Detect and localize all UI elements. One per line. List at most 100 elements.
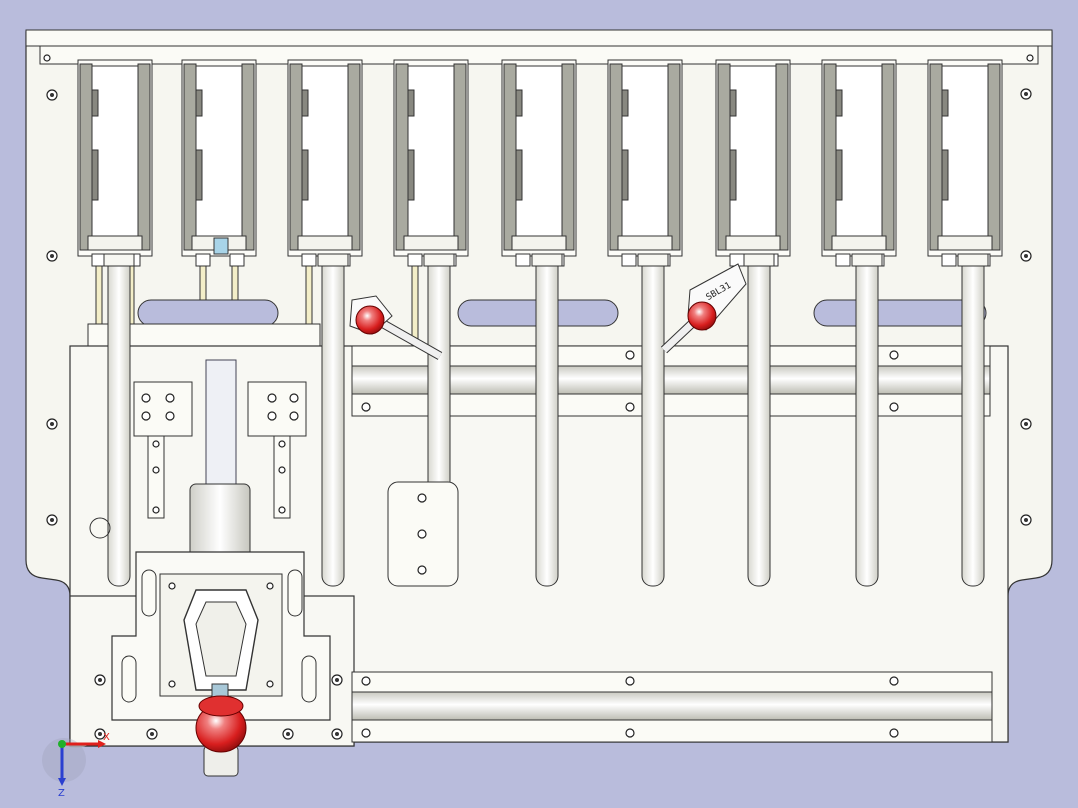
rod-body bbox=[747, 253, 771, 587]
column-notch bbox=[407, 149, 415, 201]
toggle-clamp-knob-icon[interactable] bbox=[195, 695, 247, 777]
column-notch bbox=[195, 149, 203, 201]
magazine-column bbox=[393, 59, 469, 349]
column-pocket bbox=[515, 65, 563, 239]
rod-body bbox=[321, 253, 345, 587]
column-notch bbox=[941, 89, 949, 117]
column-notch bbox=[941, 149, 949, 201]
vertical-rod bbox=[851, 253, 883, 587]
column-pocket bbox=[941, 65, 989, 239]
column-notch bbox=[301, 149, 309, 201]
column-rail-right bbox=[881, 63, 895, 251]
column-rail-right bbox=[987, 63, 1001, 251]
triad-icon: X Z bbox=[42, 732, 110, 799]
rod-cap bbox=[743, 253, 775, 267]
slot-3 bbox=[813, 299, 987, 327]
column-foot bbox=[301, 253, 317, 267]
magazine-column bbox=[501, 59, 577, 267]
column-lip bbox=[725, 235, 781, 251]
lower-tube bbox=[351, 671, 993, 743]
column-notch bbox=[407, 89, 415, 117]
column-notch bbox=[621, 149, 629, 201]
column-foot bbox=[941, 253, 957, 267]
column-rail-left bbox=[183, 63, 197, 251]
column-lip bbox=[617, 235, 673, 251]
column-rail-right bbox=[667, 63, 681, 251]
vertical-rod bbox=[103, 253, 135, 587]
column-lip bbox=[403, 235, 459, 251]
sensor-knob-icon[interactable] bbox=[349, 295, 443, 360]
upper-tube bbox=[351, 345, 991, 417]
column-foot bbox=[835, 253, 851, 267]
column-foot bbox=[515, 253, 531, 267]
column-rail-left bbox=[717, 63, 731, 251]
vertical-rod bbox=[743, 253, 775, 587]
column-notch bbox=[91, 149, 99, 201]
rod-body bbox=[641, 253, 665, 587]
column-notch bbox=[835, 89, 843, 117]
column-pocket bbox=[729, 65, 777, 239]
vertical-rod bbox=[531, 253, 563, 587]
rod-cap bbox=[637, 253, 669, 267]
toggle-clamp bbox=[111, 551, 331, 721]
column-pocket bbox=[407, 65, 455, 239]
magazine-column bbox=[607, 59, 683, 267]
column-lip bbox=[511, 235, 567, 251]
vertical-rod bbox=[957, 253, 989, 587]
column-notch bbox=[515, 89, 523, 117]
column-notch bbox=[729, 89, 737, 117]
rod-body bbox=[855, 253, 879, 587]
column-pocket bbox=[835, 65, 883, 239]
column-notch bbox=[91, 89, 99, 117]
column-rail-right bbox=[347, 63, 361, 251]
rod-cap bbox=[103, 253, 135, 267]
magazine-column bbox=[927, 59, 1003, 267]
column-foot bbox=[621, 253, 637, 267]
column-notch bbox=[301, 89, 309, 117]
column-lip bbox=[831, 235, 887, 251]
top-strip bbox=[25, 29, 1053, 47]
column-rail-right bbox=[137, 63, 151, 251]
column-foot bbox=[407, 253, 423, 267]
rod-body bbox=[535, 253, 559, 587]
slot-1 bbox=[137, 299, 279, 327]
guide-post bbox=[411, 261, 419, 349]
column-rail-left bbox=[823, 63, 837, 251]
axis-z-label: Z bbox=[58, 788, 65, 799]
column-pocket bbox=[91, 65, 139, 239]
magazine-column bbox=[821, 59, 897, 267]
column-rail-right bbox=[453, 63, 467, 251]
column-rail-left bbox=[79, 63, 93, 251]
left-brackets bbox=[133, 381, 307, 519]
axis-x-label: X bbox=[103, 732, 110, 743]
column-pocket bbox=[301, 65, 349, 239]
vertical-rod bbox=[317, 253, 349, 587]
column-rail-left bbox=[929, 63, 943, 251]
vertical-rods bbox=[103, 253, 989, 587]
column-rail-left bbox=[395, 63, 409, 251]
column-foot bbox=[229, 253, 245, 267]
column-notch bbox=[729, 149, 737, 201]
rod-cap bbox=[957, 253, 989, 267]
column-lip bbox=[87, 235, 143, 251]
rod-cap bbox=[531, 253, 563, 267]
rod-cap bbox=[423, 253, 455, 267]
column-notch bbox=[621, 89, 629, 117]
column-pocket bbox=[195, 65, 243, 239]
upper-holes bbox=[43, 54, 1034, 526]
column-rail-right bbox=[561, 63, 575, 251]
magazine-column bbox=[715, 59, 791, 267]
column-pocket bbox=[621, 65, 669, 239]
column-notch bbox=[515, 149, 523, 201]
magazine-column bbox=[77, 59, 153, 349]
column-foot bbox=[195, 253, 211, 267]
column-rail-right bbox=[241, 63, 255, 251]
sensor-knob-icon-2[interactable]: SBL31 bbox=[660, 263, 747, 354]
column-rail-left bbox=[289, 63, 303, 251]
bottom-left-holes bbox=[89, 517, 343, 740]
column-rail-left bbox=[503, 63, 517, 251]
rod-cap bbox=[317, 253, 349, 267]
column-lip bbox=[937, 235, 993, 251]
